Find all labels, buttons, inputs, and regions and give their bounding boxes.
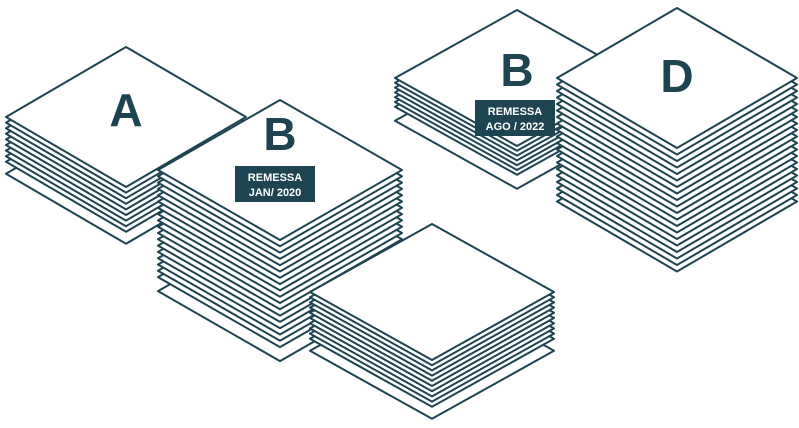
stack-letter: D xyxy=(660,50,693,102)
remessa-badge: REMESSA AGO / 2022 xyxy=(475,100,555,136)
badge-line-1: REMESSA xyxy=(488,106,542,118)
stack-letter: A xyxy=(109,84,142,136)
badge-line-2: AGO / 2022 xyxy=(486,121,545,133)
stack-letter: B xyxy=(263,108,296,160)
badge-line-2: JAN/ 2020 xyxy=(249,187,302,199)
stack-letter: B xyxy=(500,44,533,96)
badge-line-1: REMESSA xyxy=(248,172,302,184)
remessa-badge: REMESSA JAN/ 2020 xyxy=(235,166,315,202)
stack-d: D xyxy=(557,8,797,272)
